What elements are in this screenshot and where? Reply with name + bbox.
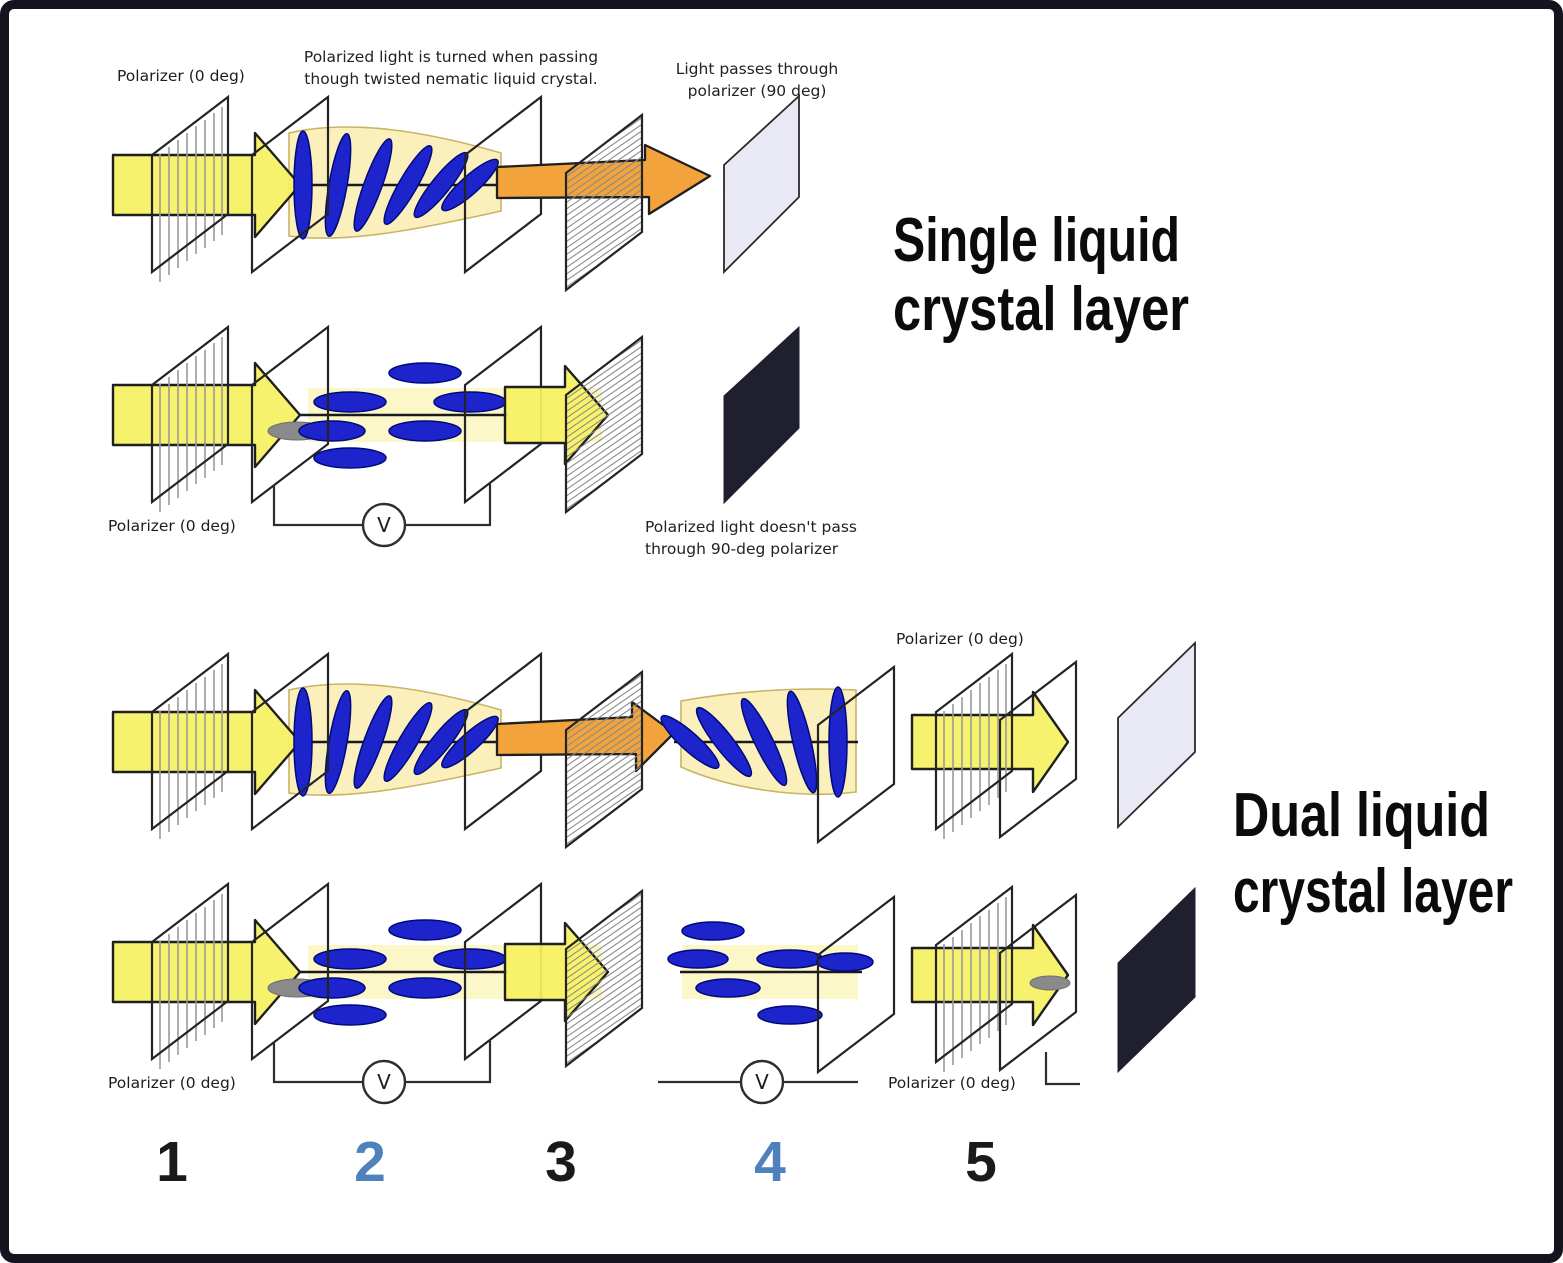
single-layer-title-line1: Single liquid [893, 206, 1180, 275]
liquid-crystal-molecules-aligned [267, 919, 507, 1026]
single-layer-row-voltage: V [111, 325, 800, 548]
pass-caption-line2: polarizer (90 deg) [688, 82, 827, 100]
polarizer-label: Polarizer (0 deg) [108, 517, 236, 535]
liquid-crystal-molecules-2 [660, 686, 848, 798]
polarized-light-arrow [495, 700, 676, 773]
polarizer-label: Polarizer (0 deg) [108, 1074, 236, 1092]
twist-caption-line1: Polarized light is turned when passing [304, 48, 598, 66]
light-arrow [111, 918, 302, 1026]
voltage-source: V [272, 1041, 492, 1105]
section-titles: Single liquid crystal layer Dual liquid … [893, 206, 1513, 926]
stage-number-5: 5 [965, 1130, 997, 1194]
dual-layer-title-line2: crystal layer [1233, 857, 1513, 926]
diagram-labels: Polarizer (0 deg) Polarizer (0 deg) Pola… [108, 48, 1024, 1092]
stage-numbers: 1 2 3 4 5 [156, 1130, 997, 1194]
stage-number-2: 2 [354, 1130, 386, 1194]
dual-layer-title-line1: Dual liquid [1233, 781, 1490, 850]
block-caption-line2: through 90-deg polarizer [645, 540, 839, 558]
polarizer-plate-90deg [562, 672, 646, 847]
voltage-source: V [272, 484, 492, 548]
voltage-symbol: V [377, 1070, 391, 1094]
light-arrow [111, 361, 302, 469]
light-arrow [111, 131, 302, 239]
polarizer-label: Polarizer (0 deg) [888, 1074, 1016, 1092]
bright-pixel-panel [1117, 640, 1196, 830]
polarized-light-arrow [495, 143, 712, 216]
stage-number-4: 4 [754, 1130, 786, 1194]
voltage-symbol: V [377, 513, 391, 537]
voltage-source-2: V [658, 1059, 858, 1105]
liquid-crystal-molecules-aligned [267, 362, 507, 469]
dark-pixel-panel [723, 325, 800, 505]
wire-fragment [1044, 1052, 1080, 1086]
single-layer-row-twisted [111, 93, 800, 290]
dark-pixel-panel [1117, 886, 1196, 1074]
blocked-light-dot [1029, 975, 1071, 991]
polarizer-label: Polarizer (0 deg) [117, 67, 245, 85]
bright-pixel-panel [723, 93, 800, 275]
liquid-crystal-molecules [293, 130, 499, 240]
polarizer-plate-90deg [562, 115, 646, 290]
single-layer-title-line2: crystal layer [893, 275, 1189, 344]
light-arrow [111, 688, 302, 796]
dual-layer-row-twisted [111, 640, 1196, 847]
voltage-symbol: V [755, 1070, 769, 1094]
polarizer-label: Polarizer (0 deg) [896, 630, 1024, 648]
liquid-crystal-molecules [293, 687, 499, 797]
pass-caption-line1: Light passes through [676, 60, 839, 78]
dual-layer-row-voltage: V V [111, 884, 1196, 1105]
block-caption-line1: Polarized light doesn't pass [645, 518, 857, 536]
stage-number-3: 3 [545, 1130, 577, 1194]
stage-number-1: 1 [156, 1130, 188, 1194]
twist-caption-line2: though twisted nematic liquid crystal. [304, 70, 597, 88]
